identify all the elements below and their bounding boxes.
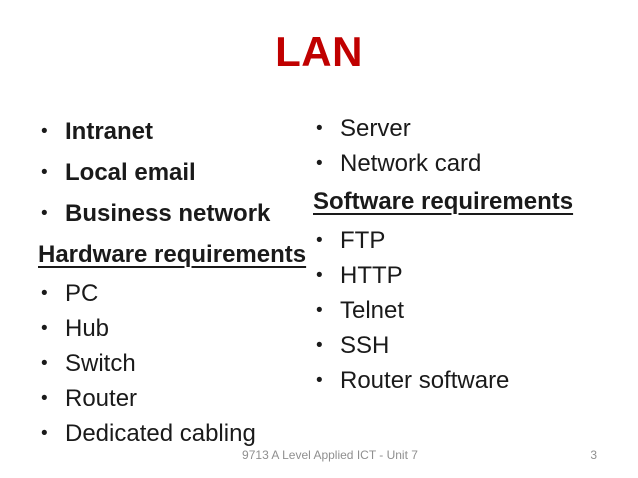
slide-title: LAN [275, 28, 363, 75]
bullet-icon: • [316, 369, 323, 391]
slide-footer: 9713 A Level Applied ICT - Unit 7 3 [0, 448, 638, 466]
bullet-icon: • [41, 161, 48, 183]
list-item: • Network card [313, 146, 613, 181]
bullet-list-left: • Intranet • Local email • Business netw… [38, 111, 313, 451]
bullet-icon: • [41, 317, 48, 339]
bullet-icon: • [41, 120, 48, 142]
list-item-label: HTTP [340, 261, 403, 289]
list-item: • Dedicated cabling [38, 416, 313, 451]
list-item-label: Network card [340, 149, 482, 177]
list-item: • Intranet [38, 111, 313, 152]
list-item: • Business network [38, 193, 313, 234]
list-item-label: Router [65, 384, 138, 412]
list-item-label: SSH [340, 331, 390, 359]
bullet-icon: • [316, 152, 323, 174]
list-item-label: Dedicated cabling [65, 419, 256, 447]
list-item: • Hub [38, 311, 313, 346]
list-item-label: Switch [65, 349, 136, 377]
list-item-label: Local email [65, 158, 196, 186]
list-item: • Router software [313, 363, 613, 398]
bullet-icon: • [316, 117, 323, 139]
list-item: • Local email [38, 152, 313, 193]
list-item: • Server [313, 111, 613, 146]
list-item: • Router [38, 381, 313, 416]
page-number: 3 [590, 448, 597, 462]
list-item: • Switch [38, 346, 313, 381]
list-item: • PC [38, 276, 313, 311]
bullet-icon: • [316, 264, 323, 286]
bullet-icon: • [316, 334, 323, 356]
list-item-label: FTP [340, 226, 386, 254]
bullet-list-right: • Server • Network card Software require… [313, 111, 613, 398]
bullet-icon: • [316, 299, 323, 321]
list-item-label: Hub [65, 314, 110, 342]
list-item-label: Telnet [340, 296, 405, 324]
list-item-label: Router software [340, 366, 510, 394]
bullet-icon: • [41, 352, 48, 374]
list-item-label: PC [65, 279, 99, 307]
footer-text: 9713 A Level Applied ICT - Unit 7 [242, 448, 418, 462]
bullet-icon: • [41, 282, 48, 304]
list-item: • FTP [313, 223, 613, 258]
bullet-icon: • [316, 229, 323, 251]
list-item: • HTTP [313, 258, 613, 293]
section-header-label: Hardware requirements [38, 241, 307, 268]
list-item-label: Business network [65, 199, 271, 227]
list-item-label: Server [340, 114, 411, 142]
section-header-label: Software requirements [313, 188, 574, 215]
list-item: • SSH [313, 328, 613, 363]
section-header-hardware: Hardware requirements [38, 234, 313, 276]
bullet-icon: • [41, 422, 48, 444]
list-item-label: Intranet [65, 117, 154, 145]
list-item: • Telnet [313, 293, 613, 328]
section-header-software: Software requirements [313, 181, 613, 223]
bullet-icon: • [41, 202, 48, 224]
bullet-icon: • [41, 387, 48, 409]
